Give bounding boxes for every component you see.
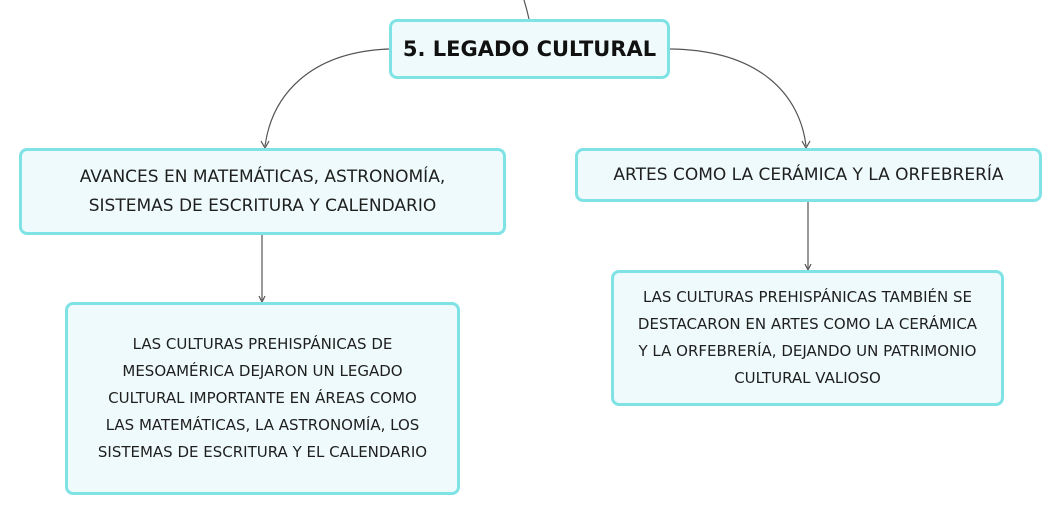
leaf-node-advances-detail[interactable]: LAS CULTURAS PREHISPÁNICAS DE MESOAMÉRIC… (65, 302, 460, 495)
leaf-node-arts-detail-text: LAS CULTURAS PREHISPÁNICAS TAMBIÉN SE DE… (637, 288, 978, 387)
branch-node-advances-label: AVANCES EN MATEMÁTICAS, ASTRONOMÍA, SIST… (79, 166, 446, 216)
connector-root-to-right-branch (669, 48, 807, 147)
branch-node-advances[interactable]: AVANCES EN MATEMÁTICAS, ASTRONOMÍA, SIST… (19, 148, 506, 235)
connector-root-to-left-branch (264, 48, 390, 147)
root-node[interactable]: 5. LEGADO CULTURAL (389, 19, 670, 79)
connector-parent-to-root (523, 0, 530, 20)
branch-node-arts-label: ARTES COMO LA CERÁMICA Y LA ORFEBRERÍA (613, 164, 1004, 185)
root-node-label: 5. LEGADO CULTURAL (402, 37, 657, 61)
branch-node-arts[interactable]: ARTES COMO LA CERÁMICA Y LA ORFEBRERÍA (575, 148, 1042, 202)
leaf-node-arts-detail[interactable]: LAS CULTURAS PREHISPÁNICAS TAMBIÉN SE DE… (611, 270, 1004, 406)
leaf-node-advances-detail-text: LAS CULTURAS PREHISPÁNICAS DE MESOAMÉRIC… (97, 335, 428, 461)
